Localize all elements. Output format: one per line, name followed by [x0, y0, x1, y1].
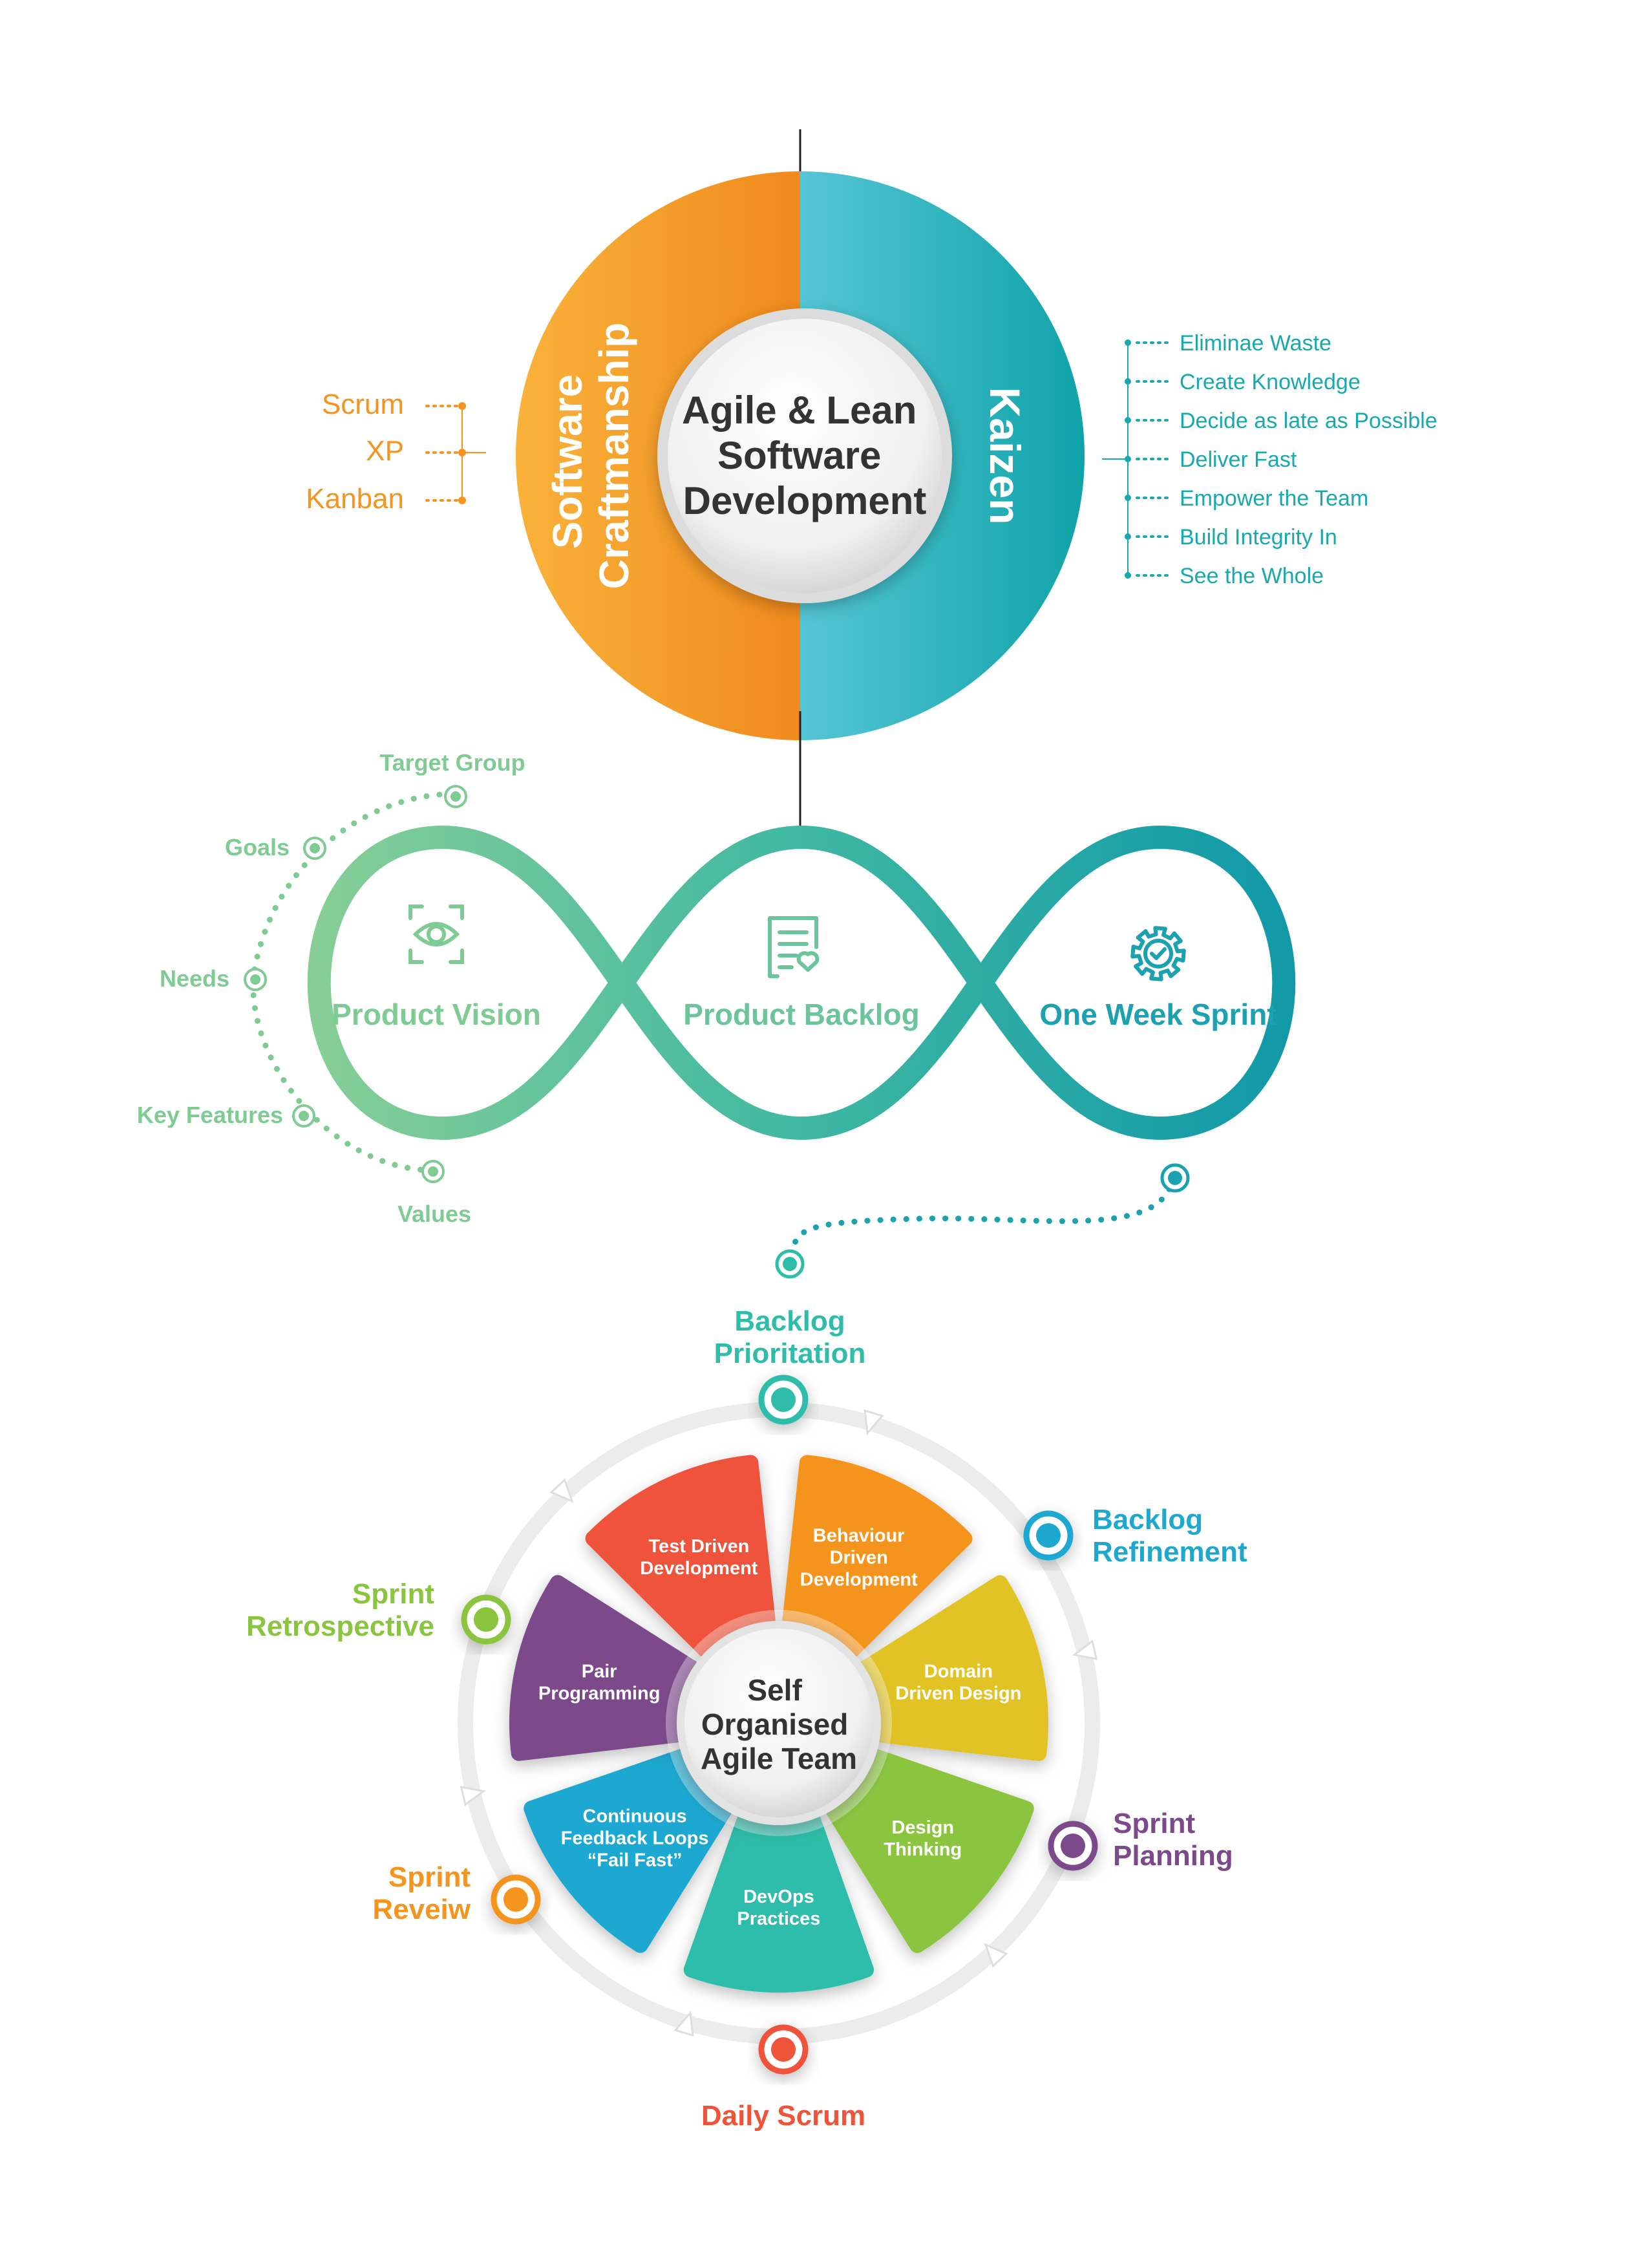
vision-point-label: Values — [397, 1201, 471, 1227]
wheel-center-title: Self Organised Agile Team — [701, 1673, 857, 1775]
vision-point-label: Target Group — [379, 749, 525, 776]
craftmanship-item: XP — [366, 435, 466, 467]
ring-arrow — [864, 1409, 884, 1436]
top-center-disc — [668, 319, 942, 593]
svg-text:Product Backlog: Product Backlog — [683, 998, 920, 1031]
kaizen-item: Eliminae Waste — [1125, 331, 1331, 356]
kaizen-item: Build Integrity In — [1125, 525, 1337, 550]
kaizen-item-label: Decide as late as Possible — [1180, 409, 1437, 433]
product-backlog: Product Backlog — [683, 916, 920, 1031]
svg-text:One Week Sprint: One Week Sprint — [1039, 998, 1277, 1031]
product-vision: Product Vision — [332, 904, 541, 1031]
svg-text:Kanban: Kanban — [306, 483, 404, 515]
kaizen-item-label: Empower the Team — [1180, 486, 1368, 511]
ring-arrow — [984, 1943, 1008, 1968]
eye-scan-icon — [408, 904, 464, 964]
kaizen-item-label: Create Knowledge — [1180, 370, 1361, 394]
kaizen-item: Decide as late as Possible — [1125, 409, 1437, 433]
top-center-title: Agile & Lean Software Development — [682, 389, 927, 522]
scrum-event: Daily Scrum — [701, 2024, 865, 2132]
sprint-connector-end — [775, 1249, 805, 1279]
middle-section: Product Vision Product Backlog One Week … — [137, 711, 1296, 1279]
ring-arrow — [549, 1478, 574, 1503]
vision-point: Key Features — [137, 1102, 315, 1128]
vision-dotted-arc — [250, 791, 456, 1173]
gear-check-icon — [1130, 926, 1186, 981]
craftmanship-item: Scrum — [322, 389, 466, 420]
kaizen-item-label: Deliver Fast — [1180, 447, 1297, 472]
ring-arrow — [673, 2010, 694, 2037]
kaizen-item: Empower the Team — [1125, 486, 1368, 511]
vision-point: Values — [397, 1160, 471, 1227]
vision-point-label: Needs — [160, 965, 229, 992]
one-week-sprint: One Week Sprint — [1039, 926, 1277, 1031]
vision-point: Goals — [225, 834, 326, 861]
ring-arrow — [1072, 1640, 1098, 1660]
craftmanship-label: Software Craftmanship — [544, 323, 637, 590]
vision-point-label: Goals — [225, 834, 290, 861]
vision-point-label: Key Features — [137, 1102, 283, 1128]
vision-point: Needs — [160, 965, 267, 992]
sprint-connector-start — [1160, 1163, 1190, 1193]
kaizen-item-label: Build Integrity In — [1180, 525, 1337, 550]
kaizen-item: See the Whole — [1125, 564, 1324, 588]
vision-point: Target Group — [379, 749, 525, 808]
kaizen-label: Kaizen — [981, 387, 1029, 525]
wheel-center-disc — [684, 1629, 873, 1817]
craftmanship-item: Kanban — [306, 483, 466, 515]
kaizen-item-label: See the Whole — [1180, 564, 1324, 588]
infinity-track — [307, 826, 1296, 1140]
craftmanship-items: Scrum XP Kanban — [306, 389, 486, 515]
kaizen-item-label: Eliminae Waste — [1180, 331, 1331, 356]
svg-text:XP: XP — [366, 435, 404, 467]
svg-text:Scrum: Scrum — [322, 389, 404, 420]
sprint-connector-curve — [789, 1173, 1176, 1261]
svg-text:Product Vision: Product Vision — [332, 998, 541, 1031]
scrum-event-label: Daily Scrum — [701, 2100, 865, 2132]
checklist-icon — [768, 916, 820, 978]
kaizen-item: Create Knowledge — [1125, 370, 1361, 394]
kaizen-item: Deliver Fast — [1125, 447, 1297, 472]
top-section: Agile & Lean Software Development Softwa… — [306, 129, 1437, 834]
ring-arrow — [460, 1786, 486, 1806]
